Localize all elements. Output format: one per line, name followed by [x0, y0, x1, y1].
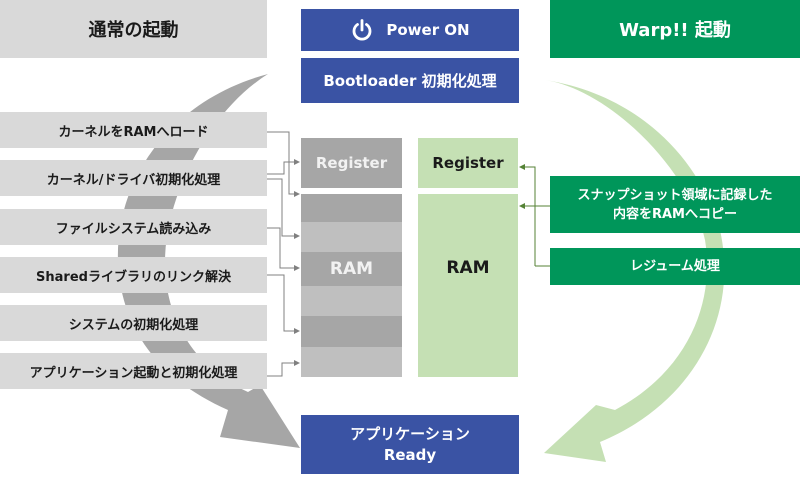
connector-step2-ram	[267, 178, 300, 239]
bootloader-label: Bootloader 初期化処理	[323, 72, 497, 90]
power-icon	[353, 19, 372, 41]
normal-ram-label: RAM	[329, 259, 374, 279]
ready-line1: アプリケーション	[350, 424, 470, 443]
ram-segment	[301, 194, 402, 222]
step-label: Sharedライブラリのリンク解決	[36, 269, 231, 285]
ram-segment	[301, 222, 402, 252]
normal-step-3: ファイルシステム読み込み	[0, 209, 267, 245]
warp-step-resume: レジューム処理	[550, 248, 800, 285]
power-on-label: Power ON	[386, 21, 470, 39]
register-label: Register	[315, 154, 388, 172]
warp-boot-header: Warp!! 起動	[550, 0, 800, 58]
ram-segment	[301, 286, 402, 316]
warp-ram-label: RAM	[446, 257, 490, 278]
connector-step4	[267, 274, 300, 334]
application-ready-box: アプリケーション Ready	[301, 415, 519, 474]
normal-step-1: カーネルをRAMへロード	[0, 112, 267, 148]
ready-line2: Ready	[383, 445, 437, 464]
normal-step-4: Sharedライブラリのリンク解決	[0, 257, 267, 293]
connector-step3	[267, 227, 300, 271]
warp-boot-flow-arrow	[544, 80, 725, 462]
step-label: カーネル/ドライバ初期化処理	[46, 172, 221, 188]
normal-register-block: Register	[301, 138, 402, 188]
connector-step1	[267, 131, 300, 197]
snapshot-line2: 内容をRAMへコピー	[612, 206, 737, 222]
snapshot-line1: スナップショット領域に記録した	[577, 187, 773, 203]
ram-segment	[301, 252, 402, 286]
normal-boot-title: 通常の起動	[88, 20, 179, 41]
warp-register-block: Register	[418, 138, 518, 188]
bootloader-box: Bootloader 初期化処理	[301, 58, 519, 103]
normal-step-6: アプリケーション起動と初期化処理	[0, 353, 267, 389]
ram-segment	[301, 347, 402, 377]
warp-step-snapshot-copy: スナップショット領域に記録した 内容をRAMへコピー	[550, 176, 800, 233]
connector-warp-register	[519, 164, 536, 266]
step-label: ファイルシステム読み込み	[55, 221, 212, 237]
step-label: アプリケーション起動と初期化処理	[29, 365, 238, 381]
normal-step-2: カーネル/ドライバ初期化処理	[0, 160, 267, 196]
warp-ram-block: RAM	[418, 194, 518, 377]
normal-boot-header: 通常の起動	[0, 0, 267, 58]
step-label: システムの初期化処理	[68, 317, 199, 333]
step-label: カーネルをRAMへロード	[58, 124, 209, 140]
ram-segment	[301, 316, 402, 347]
normal-ram-block: RAM	[301, 194, 402, 377]
warp-boot-title: Warp!! 起動	[619, 20, 731, 41]
connector-step2-register	[267, 159, 300, 175]
resume-label: レジューム処理	[630, 259, 720, 274]
power-on-box: Power ON	[301, 9, 519, 51]
connector-step6	[267, 360, 300, 377]
register-label: Register	[432, 154, 504, 172]
normal-step-5: システムの初期化処理	[0, 305, 267, 341]
